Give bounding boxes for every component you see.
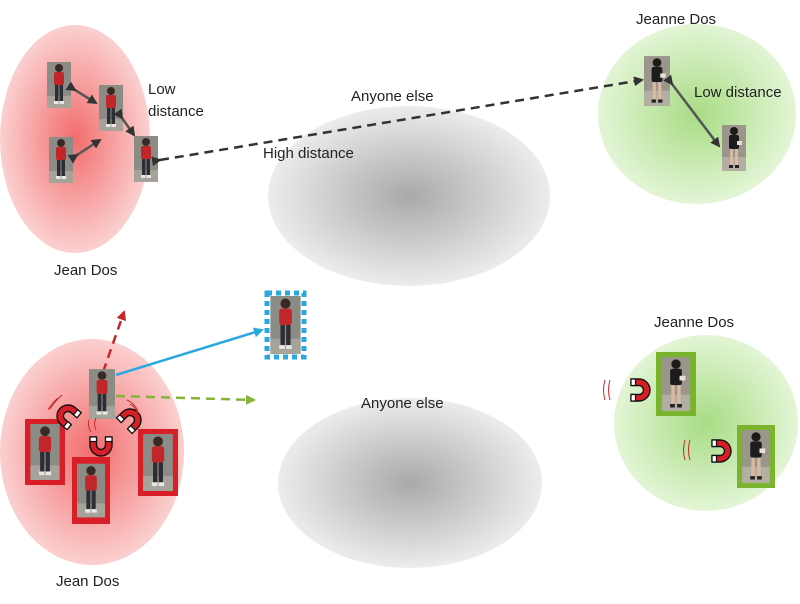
green-dashed-arrow bbox=[115, 394, 256, 405]
anyone-label-top: Anyone else bbox=[351, 88, 434, 105]
jeanne-cluster-top bbox=[598, 24, 796, 204]
jean-thumbnail bbox=[47, 62, 71, 108]
jean-thumbnail bbox=[99, 85, 123, 131]
jeanne-thumbnail-framed bbox=[656, 352, 696, 416]
low-distance-arrows-left bbox=[65, 81, 136, 164]
red-dashed-arrow bbox=[101, 310, 127, 373]
high-distance-arrow bbox=[151, 76, 644, 167]
low-distance-arrow-right bbox=[663, 74, 721, 148]
low-distance-label-right: Low distance bbox=[694, 84, 782, 101]
jeanne-label-bottom: Jeanne Dos bbox=[654, 314, 734, 331]
low-distance-label-left-1: Low bbox=[148, 81, 176, 98]
jean-thumbnail-framed bbox=[25, 419, 65, 485]
anyone-label-bottom: Anyone else bbox=[361, 395, 444, 412]
jeanne-thumbnail bbox=[722, 125, 746, 171]
jean-thumbnail bbox=[134, 136, 158, 182]
jeanne-label-top: Jeanne Dos bbox=[636, 11, 716, 28]
jean-thumbnail-framed bbox=[138, 429, 178, 496]
anyone-cluster-top bbox=[268, 106, 550, 286]
jean-label-top: Jean Dos bbox=[54, 262, 117, 279]
low-distance-label-left-2: distance bbox=[148, 103, 204, 120]
jean-cluster-top bbox=[0, 25, 150, 253]
blue-arrow bbox=[115, 327, 264, 377]
jean-thumbnail bbox=[49, 137, 73, 183]
jeanne-thumbnail-framed bbox=[737, 425, 775, 488]
jean-label-bottom: Jean Dos bbox=[56, 573, 119, 590]
anyone-cluster-bottom bbox=[278, 398, 542, 568]
signal-wave-icon bbox=[603, 379, 691, 461]
signal-wave-icon bbox=[47, 394, 139, 433]
jean-thumbnail-framed bbox=[72, 457, 110, 524]
anchor-jean-thumbnail bbox=[89, 369, 115, 419]
high-distance-label: High distance bbox=[263, 145, 354, 162]
jeanne-thumbnail bbox=[644, 56, 670, 106]
augmented-jean-thumbnail bbox=[264, 290, 307, 360]
